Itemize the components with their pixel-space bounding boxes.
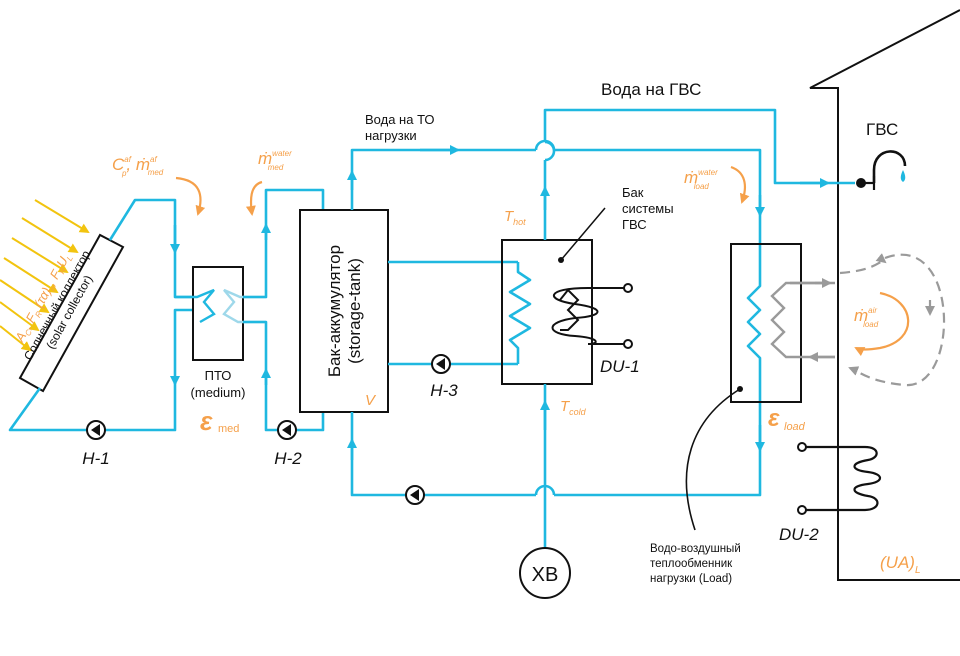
house-outline: [809, 9, 960, 581]
du1-label: DU-1: [600, 357, 640, 376]
eps-med-sub: med: [218, 423, 239, 435]
water-to-load-label-1: Вода на ТО: [365, 112, 435, 127]
pump-h3-label: H-3: [430, 381, 458, 400]
pump-h1-label: H-1: [82, 449, 109, 468]
pump-h1: [86, 420, 106, 440]
pto-heat-exchanger: ПТО (medium): [175, 266, 266, 400]
medium-loop: [243, 188, 325, 432]
load-heat-exchanger: [730, 243, 835, 403]
pto-label: ПТО: [205, 368, 232, 383]
eps-load-sub: load: [784, 421, 806, 433]
ua-label: (UA)L: [880, 553, 921, 576]
load-hx-label-3: нагрузки (Load): [650, 573, 732, 585]
pump-h2: [277, 420, 297, 440]
air-circulation: [839, 253, 946, 387]
dhw-tank-label-2: системы: [622, 201, 674, 216]
load-supply-pipe: [347, 139, 765, 245]
dhw-tank-label-3: ГВС: [622, 217, 647, 232]
storage-tank: Бак-аккумулятор (storage-tank) V: [299, 209, 389, 413]
dhw-tank: [501, 207, 633, 385]
eps-load-symbol: ε: [768, 405, 780, 432]
tank-volume-label: V: [365, 392, 377, 409]
water-to-load-label-2: нагрузки: [365, 128, 417, 143]
dhw-tap-icon: [856, 150, 907, 190]
cold-water-pipe: [540, 108, 855, 548]
dhw-coil-pipe: [388, 260, 532, 366]
pump-h3: [431, 354, 451, 374]
solar-collector: Солнечный коллектор (solar collector) AC…: [12, 233, 125, 393]
t-hot-label: Thot: [504, 208, 526, 227]
pump-return: [405, 485, 425, 505]
du2-label: DU-2: [779, 525, 819, 544]
water-dhw-label: Вода на ГВС: [601, 80, 701, 99]
tank-label-ru: Бак-аккумулятор: [325, 245, 344, 377]
eps-med-symbol: ε: [200, 406, 213, 436]
load-return-pipe: [347, 400, 765, 497]
pto-medium-label: (medium): [191, 385, 246, 400]
load-hx-label-1: Водо-воздушный: [650, 543, 741, 555]
gvs-label: ГВС: [866, 120, 898, 139]
cold-water-source: ХВ: [519, 547, 571, 599]
load-hx-label-2: теплообменник: [650, 558, 733, 570]
pump-h2-label: H-2: [274, 449, 302, 468]
du2-heater: [797, 442, 882, 515]
t-cold-label: Tcold: [560, 398, 587, 417]
cold-water-label: ХВ: [532, 564, 559, 586]
tank-label-en: (storage-tank): [345, 258, 364, 364]
sun-rays: [0, 199, 90, 352]
dhw-tank-label-1: Бак: [622, 185, 644, 200]
